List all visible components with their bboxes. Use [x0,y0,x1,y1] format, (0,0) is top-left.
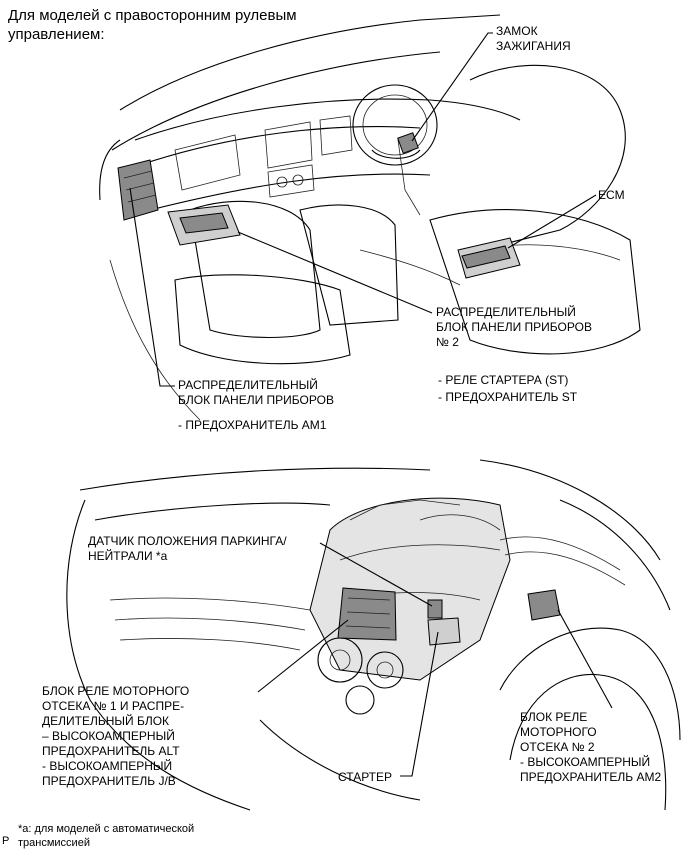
ignition-lock-label: ЗАМОК ЗАЖИГАНИЯ [496,24,571,53]
cabin-drawing [99,14,641,421]
engine-relay-block-2-label: БЛОК РЕЛЕ МОТОРНОГО ОТСЕКА № 2 - ВЫСОКОА… [520,710,662,784]
bottom-leader-lines [257,542,613,777]
corner-mark: P [2,835,10,847]
park-neutral-sensor-label: ДАТЧИК ПОЛОЖЕНИЯ ПАРКИНГА/ НЕЙТРАЛИ *а [88,534,287,563]
ip-junction-block-items: - ПРЕДОХРАНИТЕЛЬ AM1 [178,418,327,432]
page-title: Для моделей с правосторонним рулевым упр… [8,7,297,43]
ecm-label: ECM [598,188,625,202]
engine-bay-drawing [66,459,681,811]
top-leader-lines [129,32,597,387]
ip-junction-block-2-items: - РЕЛЕ СТАРТЕРА (ST) - ПРЕДОХРАНИТЕЛЬ ST [438,373,578,404]
starter-label: СТАРТЕР [338,770,393,784]
ip-junction-block-2-label: РАСПРЕДЕЛИТЕЛЬНЫЙ БЛОК ПАНЕЛИ ПРИБОРОВ №… [436,305,592,349]
ip-junction-block-label: РАСПРЕДЕЛИТЕЛЬНЫЙ БЛОК ПАНЕЛИ ПРИБОРОВ [178,378,334,407]
engine-relay-block-1-label: БЛОК РЕЛЕ МОТОРНОГО ОТСЕКА № 1 И РАСПРЕ-… [42,684,190,788]
footnote: *а: для моделей с автоматической трансми… [18,823,195,849]
